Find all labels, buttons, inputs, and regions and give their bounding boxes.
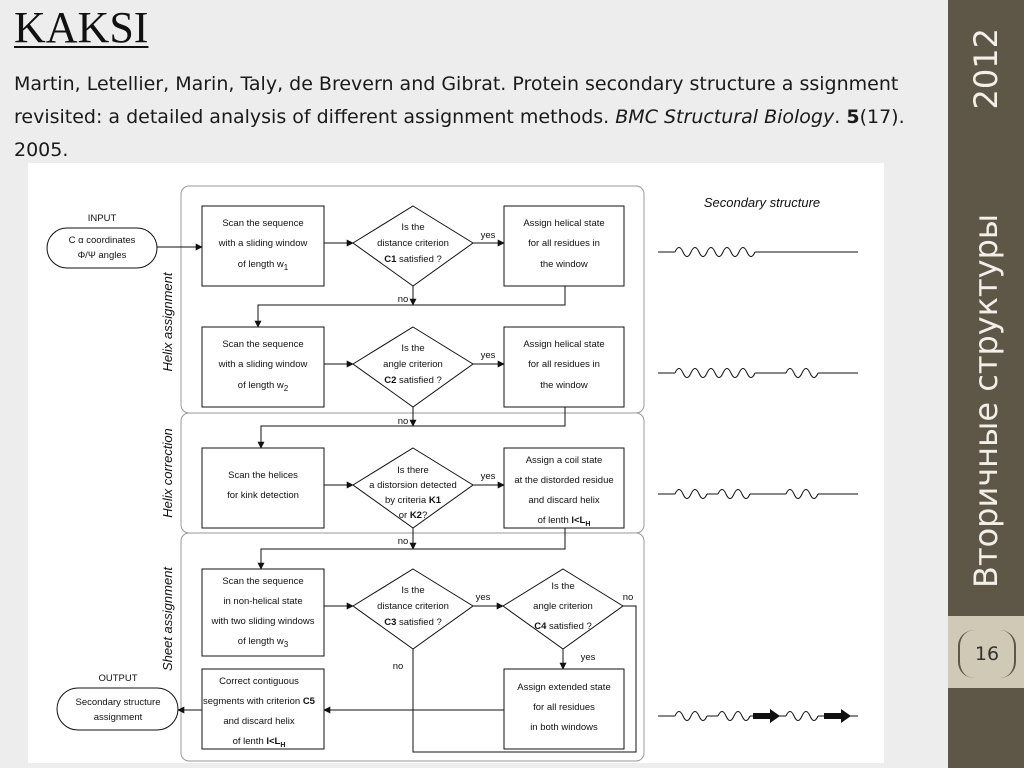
assign-coil-line-2: at the distorded residue xyxy=(514,475,613,486)
correct-line-4: of lenth l<LH xyxy=(233,736,286,749)
strand-arrows xyxy=(753,709,851,723)
assign-coil-line-1: Assign a coil state xyxy=(526,455,603,466)
dec-kink-line-4: or K2? xyxy=(399,510,428,521)
assign2-line-1: Assign helical state xyxy=(523,339,604,350)
sidebar-year: 2012 xyxy=(967,28,1005,110)
citation-journal: BMC Structural Biology xyxy=(615,106,835,128)
yes-label-1: yes xyxy=(481,230,496,241)
sheet-assignment-label: Sheet assignment xyxy=(160,566,175,671)
input-line-2: Φ/Ψ angles xyxy=(78,250,127,261)
dec2-line-1: Is the xyxy=(401,343,424,354)
assign-ext-line-3: in both windows xyxy=(530,722,598,733)
dec2-line-2: angle criterion xyxy=(383,359,443,370)
scan2-line-2: with a sliding window xyxy=(218,359,308,370)
assign1-line-3: the window xyxy=(540,259,588,270)
dec3-line-2: distance criterion xyxy=(377,601,449,612)
output-label: OUTPUT xyxy=(98,673,137,684)
assign-ext-line-2: for all residues xyxy=(533,702,595,713)
no-label-2: no xyxy=(398,416,409,427)
assign1-line-2: for all residues in xyxy=(528,238,600,249)
citation: Martin, Letellier, Marin, Taly, de Breve… xyxy=(14,68,914,167)
page-number-strip xyxy=(948,616,1024,688)
dec4-line-1: Is the xyxy=(551,581,574,592)
scan3-line-1: Scan the sequence xyxy=(222,576,303,587)
scan3-line-3: with two sliding windows xyxy=(211,616,315,627)
no-label-5: no xyxy=(393,661,404,672)
yes-label-4: yes xyxy=(476,592,491,603)
dec4-line-3: C4 satisfied ? xyxy=(534,621,592,632)
assign-ext-line-1: Assign extended state xyxy=(517,682,610,693)
correct-line-3: and discard helix xyxy=(223,716,295,727)
slide-title: KAKSI xyxy=(14,3,149,52)
dec1-line-1: Is the xyxy=(401,222,424,233)
scan-kink-line-2: for kink detection xyxy=(227,490,299,501)
output-terminal xyxy=(56,687,179,731)
citation-volume: 5 xyxy=(846,106,860,128)
dec1-line-2: distance criterion xyxy=(377,238,449,249)
input-label: INPUT xyxy=(88,213,117,224)
flowchart-figure: INPUT C α coordinates Φ/Ψ angles OUTPUT … xyxy=(28,163,884,763)
assign2-line-3: the window xyxy=(540,380,588,391)
secondary-structure-label: Secondary structure xyxy=(704,195,820,210)
assign1-line-1: Assign helical state xyxy=(523,218,604,229)
helix-assignment-label: Helix assignment xyxy=(160,271,175,371)
scan3-line-2: in non-helical state xyxy=(223,596,302,607)
input-line-1: C α coordinates xyxy=(69,235,136,246)
flowchart-diagram: INPUT C α coordinates Φ/Ψ angles OUTPUT … xyxy=(46,185,858,762)
output-line-1: Secondary structure xyxy=(75,697,160,708)
dec3-line-1: Is the xyxy=(401,585,424,596)
dec4-line-2: angle criterion xyxy=(533,601,593,612)
citation-text: Martin, Letellier, Marin, Taly, de Breve… xyxy=(14,73,899,128)
helix-correction-label: Helix correction xyxy=(160,428,175,518)
no-label-1: no xyxy=(398,294,409,305)
correct-line-2: segments with criterion C5 xyxy=(203,696,316,707)
connectors xyxy=(157,239,637,753)
page-number: 16 xyxy=(958,630,1016,678)
input-terminal xyxy=(46,227,158,269)
dec-kink-line-2: a distorsion detected xyxy=(369,480,457,491)
scan3-line-4: of length w3 xyxy=(238,636,289,649)
citation-rest: (17). 2005. xyxy=(14,106,905,161)
dec2-line-3: C2 satisfied ? xyxy=(384,375,442,386)
yes-label-2: yes xyxy=(481,350,496,361)
citation-separator: . xyxy=(834,106,847,128)
dec-kink-line-1: Is there xyxy=(397,465,429,476)
no-label-3: no xyxy=(398,536,409,547)
output-line-2: assignment xyxy=(94,712,143,723)
dec-kink-line-3: by criteria K1 xyxy=(385,495,442,506)
dec3-line-3: C3 satisfied ? xyxy=(384,617,442,628)
yes-label-3: yes xyxy=(481,471,496,482)
assign-coil-line-3: and discard helix xyxy=(528,495,600,506)
assign2-line-2: for all residues in xyxy=(528,359,600,370)
scan-window-w2-box xyxy=(201,326,325,408)
scan1-line-3: of length w1 xyxy=(238,259,289,272)
correct-line-1: Correct contiguous xyxy=(219,676,299,687)
dec1-line-3: C1 satisfied ? xyxy=(384,254,442,265)
scan1-line-2: with a sliding window xyxy=(218,238,308,249)
assign-coil-line-4: of lenth l<LH xyxy=(538,515,591,528)
kink-detection-box xyxy=(201,447,325,529)
sidebar-title: Вторичные структуры 2012 xyxy=(956,28,1016,588)
scan2-line-1: Scan the sequence xyxy=(222,339,303,350)
sidebar-topic: Вторичные структуры xyxy=(967,213,1005,588)
scan2-line-3: of length w2 xyxy=(238,380,289,393)
no-label-4: no xyxy=(623,592,634,603)
yes-label-5: yes xyxy=(581,652,596,663)
scan-kink-line-1: Scan the helices xyxy=(228,470,298,481)
scan1-line-1: Scan the sequence xyxy=(222,218,303,229)
structure-tracks xyxy=(658,247,858,721)
